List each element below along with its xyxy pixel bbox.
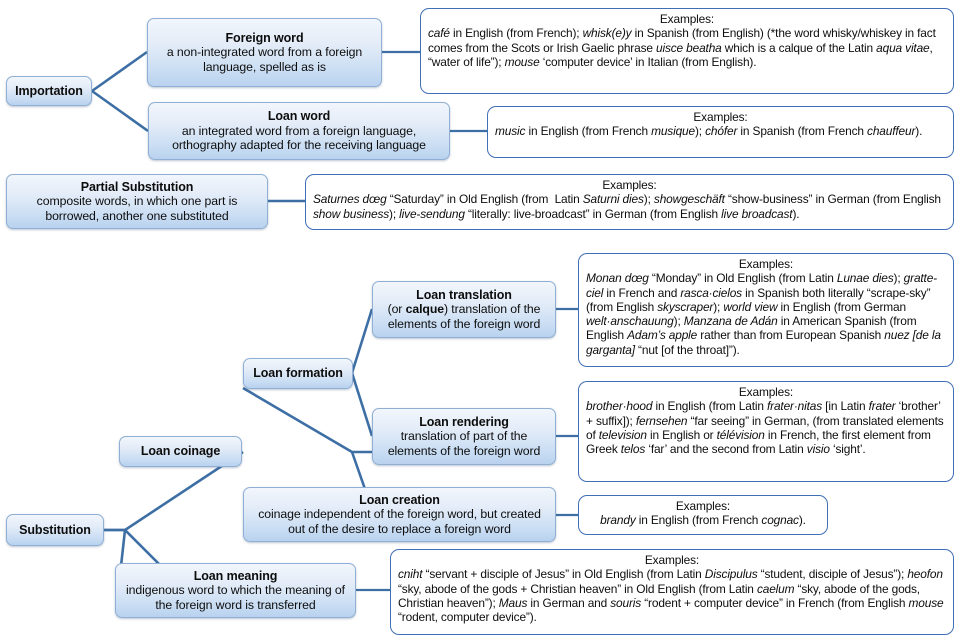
examples-heading: Examples: [659,12,715,26]
node-foreign-word[interactable]: Foreign word a non-integrated word from … [147,18,382,87]
line-loan-formation-loan-rendering [350,372,374,437]
examples-partial-substitution-text: Saturnes dœg “Saturday” in Old English (… [313,192,941,221]
examples-loan-creation: Examples: brandy in English (from French… [578,495,828,535]
examples-heading: Examples: [738,385,794,399]
node-loan-rendering-desc: translation of part of the elements of t… [387,429,541,458]
node-foreign-word-desc: a non-integrated word from a foreign lan… [166,45,363,74]
examples-loan-word: Examples: music in English (from French … [487,106,954,158]
node-importation[interactable]: Importation [6,76,92,106]
examples-foreign-word: Examples: café in English (from French);… [420,8,954,94]
examples-loan-rendering-text: brother·hood in English (from Latin frat… [586,399,944,457]
node-foreign-word-title: Foreign word [225,30,304,45]
node-partial-substitution-desc: composite words, in which one part is bo… [36,194,238,223]
node-loan-formation[interactable]: Loan formation [243,358,353,389]
node-substitution[interactable]: Substitution [6,514,104,546]
line-importation-loan-word [91,89,149,133]
examples-loan-translation: Examples: Monan dœg “Monday” in Old Engl… [578,253,954,367]
examples-loan-meaning-text: cniht “servant + disciple of Jesus” in O… [398,567,944,625]
node-loan-meaning-desc: indigenous word to which the meaning of … [126,583,345,612]
loan-translation-desc-pre: (or [387,302,406,317]
line-loan-coinage-loan-formation [242,386,353,454]
node-loan-formation-title: Loan formation [253,366,343,381]
node-partial-substitution-title: Partial Substitution [80,179,194,194]
loan-translation-desc-post: ) translation of the elements of the for… [387,302,541,331]
loan-translation-desc-calque: calque [405,302,444,317]
node-loan-creation-title: Loan creation [359,492,440,507]
examples-loan-word-text: music in English (from French musique); … [495,124,923,139]
node-substitution-title: Substitution [19,522,91,537]
examples-heading: Examples: [693,110,748,124]
examples-loan-translation-text: Monan dœg “Monday” in Old English (from … [586,271,941,357]
examples-heading: Examples: [675,499,731,513]
node-loan-translation-title: Loan translation [416,287,512,302]
examples-heading: Examples: [602,178,657,192]
examples-partial-substitution: Examples: Saturnes dœg “Saturday” in Old… [305,174,954,230]
node-loan-coinage-title: Loan coinage [140,444,221,459]
node-loan-translation[interactable]: Loan translation (or calque) translation… [372,281,556,338]
node-loan-creation[interactable]: Loan creation coinage independent of the… [243,487,556,542]
node-loan-meaning-title: Loan meaning [193,568,278,583]
line-loan-formation-loan-translation [350,308,374,374]
node-loan-word[interactable]: Loan word an integrated word from a fore… [148,102,450,160]
node-loan-meaning[interactable]: Loan meaning indigenous word to which th… [115,563,356,618]
node-loan-rendering[interactable]: Loan rendering translation of part of th… [372,408,556,465]
node-importation-title: Importation [15,83,83,98]
node-loan-word-desc: an integrated word from a foreign langua… [172,123,426,153]
node-loan-translation-desc: (or calque) translation of the elements … [379,302,549,331]
node-partial-substitution[interactable]: Partial Substitution composite words, in… [6,174,268,229]
node-loan-word-title: Loan word [267,109,331,124]
examples-heading: Examples: [644,553,700,567]
node-loan-coinage[interactable]: Loan coinage [119,436,242,467]
examples-heading: Examples: [738,257,794,271]
node-loan-creation-desc: coinage independent of the foreign word,… [258,507,541,536]
node-loan-rendering-title: Loan rendering [419,414,509,429]
examples-loan-creation-text: brandy in English (from French cognac). [600,513,806,528]
line-importation-foreign-word [91,50,148,93]
examples-loan-rendering: Examples: brother·hood in English (from … [578,381,954,482]
examples-loan-meaning: Examples: cniht “servant + disciple of J… [390,549,954,635]
examples-foreign-word-text: café in English (from French); whisk(e)y… [428,26,936,69]
